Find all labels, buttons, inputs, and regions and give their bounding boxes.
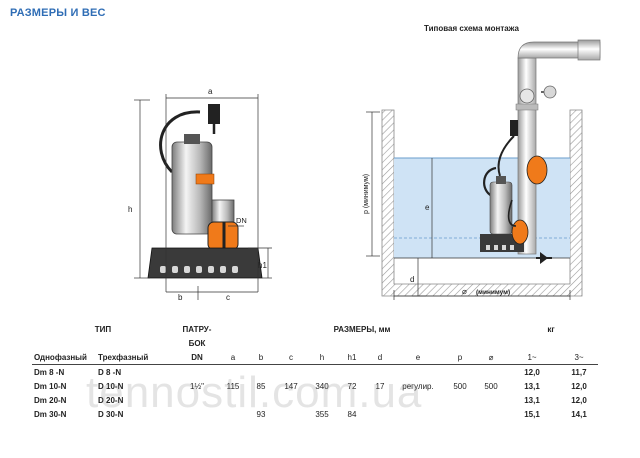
dim-diameter-min-label: (минимум) [476, 289, 510, 296]
cell-b: 93 [256, 409, 266, 419]
th-diameter: ⌀ [488, 352, 494, 362]
cell-h1: 72 [347, 381, 357, 391]
dim-dn-label: DN [236, 216, 247, 225]
th-p: p [457, 352, 463, 362]
cell-w3: 11,7 [571, 367, 587, 377]
pump-body [171, 141, 213, 235]
pump-base [147, 247, 263, 279]
dim-c-label: c [226, 293, 230, 302]
cell-w1: 15,1 [524, 409, 540, 419]
cell-h: 340 [315, 381, 329, 391]
cell-three: D 10-N [98, 381, 124, 391]
dim-h1-label: h1 [258, 261, 267, 270]
cable-clamp [195, 173, 215, 185]
dim-h-label: h [128, 205, 132, 214]
cell-p: 500 [453, 381, 467, 391]
cell-b: 85 [256, 381, 266, 391]
cell-single: Dm 20-N [34, 395, 67, 405]
cell-c: 147 [284, 381, 298, 391]
th-kg1: 1~ [527, 352, 537, 362]
cell-single: Dm 30-N [34, 409, 67, 419]
installation-drawing: p (минимум) e d ⌀ (минимум) [363, 39, 601, 300]
table-row: Dm 20-N D 20-N 13,1 12,0 [32, 393, 598, 407]
cell-dn: 1½" [190, 381, 204, 391]
th-three-phase: Трехфазный [98, 352, 149, 362]
cell-three: D 20-N [98, 395, 124, 405]
cell-h1: 84 [347, 409, 357, 419]
discharge-outlet [211, 199, 235, 223]
cell-w1: 13,1 [524, 381, 540, 391]
pump-handle-base [184, 134, 200, 144]
header-row-1: ТИП ПАТРУ- РАЗМЕРЫ, мм кг [32, 322, 598, 336]
header-row-2: БОК [32, 336, 598, 350]
cell-a: 115 [226, 381, 240, 391]
th-b: b [258, 352, 264, 362]
th-a: a [230, 352, 236, 362]
cell-w3: 12,0 [571, 381, 587, 391]
th-branch-1: ПАТРУ- [182, 324, 212, 334]
header-row-3: Однофазный Трехфазный DN a b c h h1 d e … [32, 350, 598, 365]
th-kg: кг [547, 324, 555, 334]
cell-single: Dm 8 -N [34, 367, 65, 377]
th-c: c [289, 352, 293, 362]
cell-w3: 14,1 [571, 409, 587, 419]
table-row: Dm 30-N D 30-N 93 355 84 15,1 14,1 [32, 407, 598, 421]
pump-small [489, 181, 513, 235]
dim-b-label: b [178, 293, 183, 302]
dim-a-label: a [208, 87, 213, 96]
pump-dimension-drawing: a h h1 DN b c [128, 87, 272, 302]
th-d: d [377, 352, 383, 362]
th-dimensions: РАЗМЕРЫ, мм [333, 324, 391, 334]
th-e: e [415, 352, 421, 362]
th-single-phase: Однофазный [34, 352, 87, 362]
page-title: РАЗМЕРЫ И ВЕС [10, 7, 106, 19]
th-dn: DN [191, 352, 203, 362]
cell-e: регулир. [402, 381, 434, 391]
th-kg3: 3~ [574, 352, 584, 362]
dim-d-label: d [410, 275, 414, 284]
th-type: ТИП [94, 324, 112, 334]
spec-table: ТИП ПАТРУ- РАЗМЕРЫ, мм кг БОК Однофазный… [32, 322, 598, 421]
plug [208, 104, 220, 124]
th-h: h [319, 352, 325, 362]
valve [519, 88, 535, 104]
th-branch-2: БОК [188, 338, 206, 348]
cell-diameter: 500 [484, 381, 498, 391]
cell-h: 355 [315, 409, 329, 419]
cell-single: Dm 10-N [34, 381, 67, 391]
dim-p-label: p (минимум) [363, 174, 370, 214]
diagrams: a h h1 DN b c [128, 39, 601, 302]
cell-three: D 30-N [98, 409, 124, 419]
install-caption: Типовая схема монтажа [424, 24, 519, 33]
dim-diameter-label: ⌀ [462, 287, 467, 296]
th-h1: h1 [347, 352, 357, 362]
float-upper [526, 155, 548, 185]
cell-three: D 8 -N [98, 367, 122, 377]
table-row: Dm 8 -N D 8 -N 12,0 11,7 [32, 365, 598, 380]
table-row: Dm 10-N D 10-N 1½" 115 85 147 340 72 17 … [32, 379, 598, 393]
float-lower [511, 219, 529, 245]
cell-w1: 13,1 [524, 395, 540, 405]
cell-d: 17 [375, 381, 385, 391]
cell-w1: 12,0 [524, 367, 540, 377]
dim-e-label: e [425, 203, 430, 212]
cell-w3: 12,0 [571, 395, 587, 405]
valve-handle [543, 85, 557, 99]
